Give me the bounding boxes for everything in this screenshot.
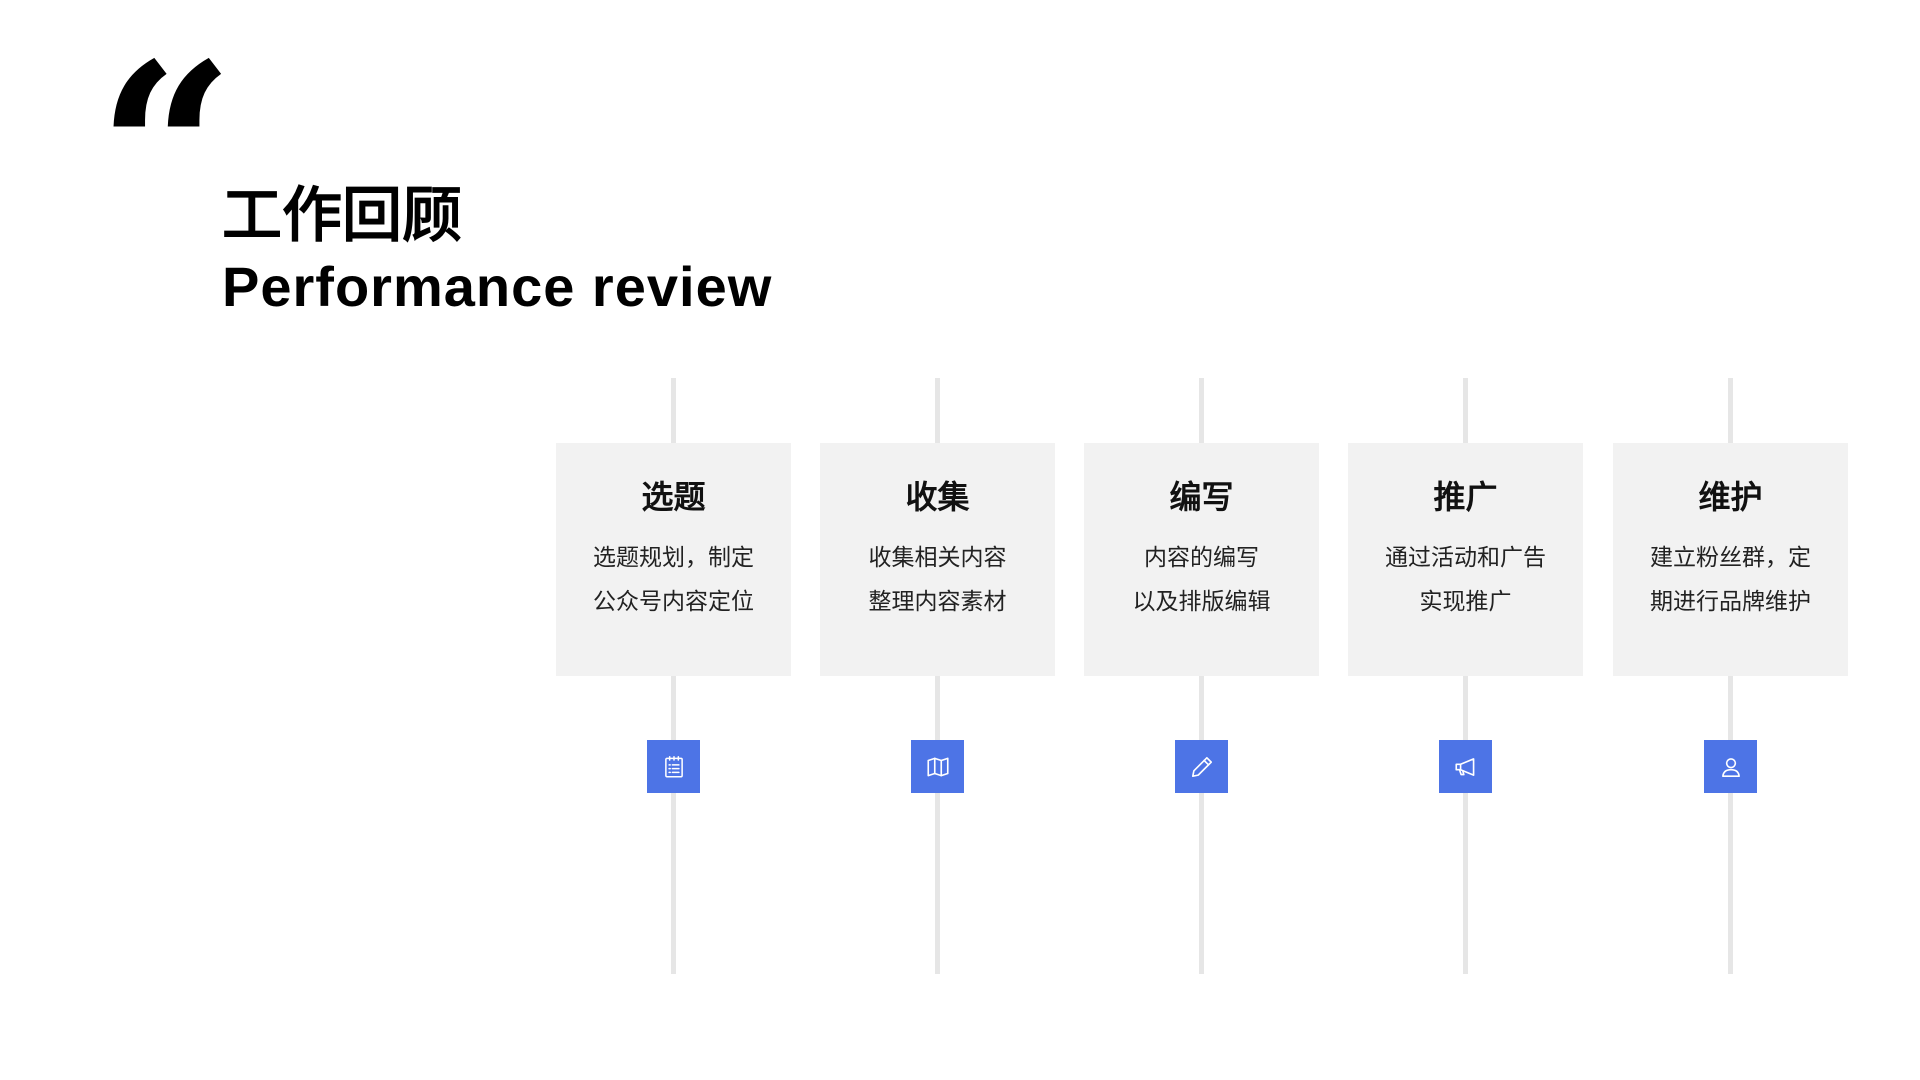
step-desc-line: 公众号内容定位 [593, 588, 754, 614]
step-desc-line: 以及排版编辑 [1132, 588, 1271, 614]
page-subtitle: Performance review [222, 255, 773, 318]
step-connector-line [1728, 378, 1733, 974]
step-write: 编写 内容的编写 以及排版编辑 [1084, 0, 1319, 1080]
page-title: 工作回顾 [222, 182, 462, 249]
step-connector-line [935, 378, 940, 974]
step-connector-line [671, 378, 676, 974]
step-connector-line [1199, 378, 1204, 974]
step-desc-line: 选题规划，制定 [593, 544, 754, 570]
step-title: 推广 [1433, 479, 1498, 515]
step-description: 选题规划，制定 公众号内容定位 [556, 535, 791, 623]
step-card: 编写 内容的编写 以及排版编辑 [1084, 443, 1319, 676]
step-card: 推广 通过活动和广告 实现推广 [1348, 443, 1583, 676]
quote-mark-icon: “ [97, 11, 236, 293]
pencil-icon [1175, 740, 1228, 793]
step-desc-line: 整理内容素材 [868, 588, 1007, 614]
step-desc-line: 收集相关内容 [868, 544, 1007, 570]
step-description: 建立粉丝群，定 期进行品牌维护 [1613, 535, 1848, 623]
step-connector-line [1463, 378, 1468, 974]
step-maintain: 维护 建立粉丝群，定 期进行品牌维护 [1613, 0, 1848, 1080]
step-desc-line: 通过活动和广告 [1385, 544, 1546, 570]
map-icon [911, 740, 964, 793]
step-title: 收集 [905, 479, 970, 515]
step-collect: 收集 收集相关内容 整理内容素材 [820, 0, 1055, 1080]
clipboard-list-icon [647, 740, 700, 793]
step-desc-line: 内容的编写 [1144, 544, 1259, 570]
step-card: 维护 建立粉丝群，定 期进行品牌维护 [1613, 443, 1848, 676]
step-description: 内容的编写 以及排版编辑 [1084, 535, 1319, 623]
step-card: 收集 收集相关内容 整理内容素材 [820, 443, 1055, 676]
step-description: 收集相关内容 整理内容素材 [820, 535, 1055, 623]
step-desc-line: 期进行品牌维护 [1650, 588, 1811, 614]
step-desc-line: 建立粉丝群，定 [1650, 544, 1811, 570]
step-title: 选题 [641, 479, 706, 515]
step-desc-line: 实现推广 [1419, 588, 1512, 614]
step-card: 选题 选题规划，制定 公众号内容定位 [556, 443, 791, 676]
step-title: 维护 [1698, 479, 1763, 515]
step-topic: 选题 选题规划，制定 公众号内容定位 [556, 0, 791, 1080]
step-title: 编写 [1169, 479, 1234, 515]
step-description: 通过活动和广告 实现推广 [1348, 535, 1583, 623]
user-icon [1704, 740, 1757, 793]
megaphone-icon [1439, 740, 1492, 793]
step-promote: 推广 通过活动和广告 实现推广 [1348, 0, 1583, 1080]
